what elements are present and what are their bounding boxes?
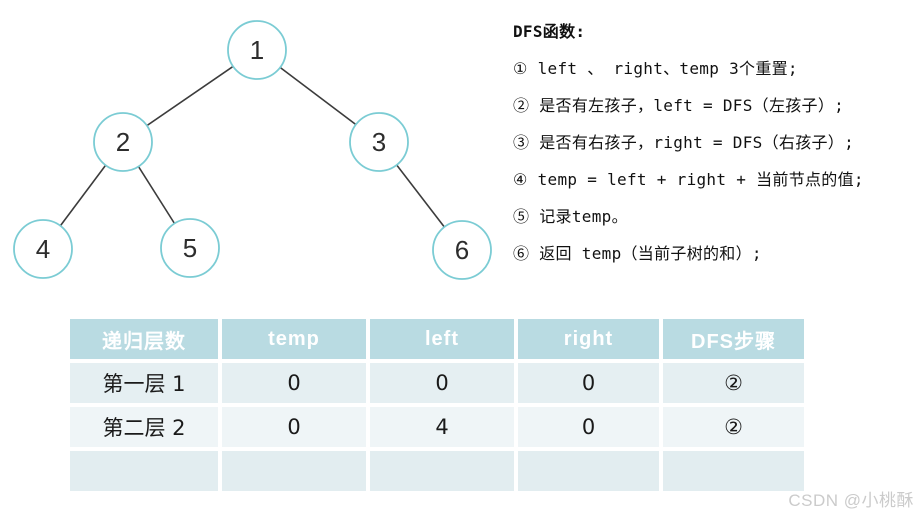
dfs-note-step-1: ① left 、 right、temp 3个重置; [513, 59, 798, 78]
tree-node-circle-6 [432, 220, 492, 280]
header-cell-right: right [518, 319, 659, 359]
dfs-note-step-2: ② 是否有左孩子，left = DFS（左孩子）; [513, 96, 845, 115]
tree-node-circle-3 [349, 112, 409, 172]
dfs-note-step-4: ④ temp = left + right + 当前节点的值; [513, 170, 864, 189]
tree-node-label-6: 6 [455, 235, 469, 265]
table-cell: 0 [518, 363, 659, 403]
table-cell: 0 [370, 363, 514, 403]
table-cell [370, 451, 514, 491]
binary-tree-svg: 1 2 3 4 5 6 [13, 20, 492, 280]
dfs-notes-title: DFS函数: [513, 22, 586, 41]
dfs-note-step-6: ⑥ 返回 temp（当前子树的和）; [513, 244, 762, 263]
table-cell [663, 451, 804, 491]
tree-node-label-4: 4 [36, 234, 50, 264]
binary-tree-diagram: 1 2 3 4 5 6 [0, 0, 500, 292]
table-cell: 0 [518, 407, 659, 447]
table-cell [518, 451, 659, 491]
header-cell-left: left [370, 319, 514, 359]
header-cell-temp: temp [222, 319, 366, 359]
tree-node-circle-2 [93, 112, 153, 172]
header-cell-dfs-step: DFS步骤 [663, 319, 804, 359]
dfs-note-step-3: ③ 是否有右孩子，right = DFS（右孩子）; [513, 133, 855, 152]
table-cell [70, 451, 218, 491]
table-cell: 第一层 1 [70, 363, 218, 403]
dfs-notes: DFS函数: ① left 、 right、temp 3个重置; ② 是否有左孩… [513, 13, 918, 272]
tree-node-circle-4 [13, 219, 73, 279]
dfs-note-step-5: ⑤ 记录temp。 [513, 207, 628, 226]
tree-node-circle-5 [160, 218, 220, 278]
tree-node-label-5: 5 [183, 233, 197, 263]
table-cell: ② [663, 407, 804, 447]
table-cell: ② [663, 363, 804, 403]
header-cell-recursion-level: 递归层数 [70, 319, 218, 359]
tree-node-circle-1 [227, 20, 287, 80]
tree-node-label-1: 1 [250, 35, 264, 65]
tree-node-label-3: 3 [372, 127, 386, 157]
recursion-table: 递归层数 temp left right DFS步骤 第一层 1 0 0 0 ②… [70, 319, 804, 491]
tree-node-label-2: 2 [116, 127, 130, 157]
table-cell [222, 451, 366, 491]
table-cell: 4 [370, 407, 514, 447]
table-cell: 0 [222, 363, 366, 403]
table-cell: 第二层 2 [70, 407, 218, 447]
csdn-watermark: CSDN @小桃酥 [788, 491, 914, 510]
table-cell: 0 [222, 407, 366, 447]
